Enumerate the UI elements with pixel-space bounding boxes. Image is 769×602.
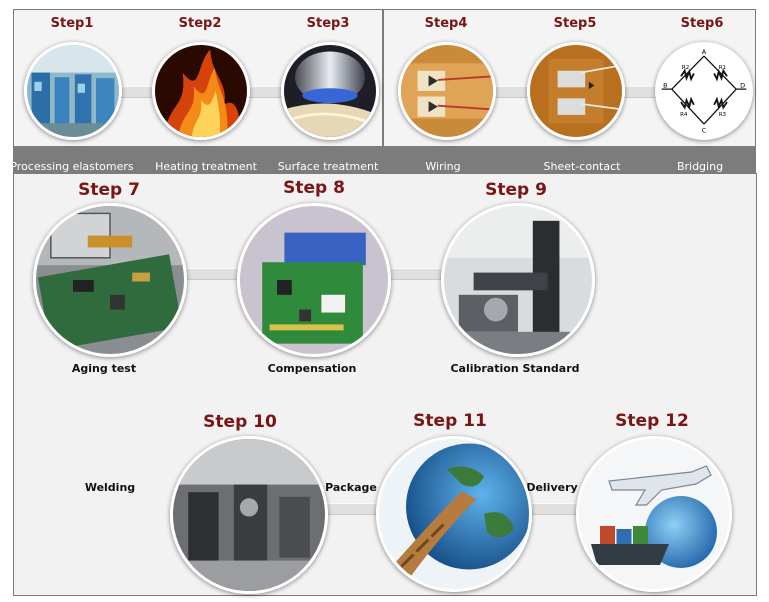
step12-title: Step 12 [615, 411, 689, 431]
step4-label: Wiring [425, 160, 460, 173]
step7-title: Step 7 [78, 180, 140, 200]
step9-label: Calibration Standard [450, 362, 579, 375]
step12-label: Delivery [526, 481, 577, 494]
bridge-node-a: A [702, 48, 707, 56]
step5-label: Sheet-contact [544, 160, 621, 173]
bridge-node-b: B [663, 81, 667, 89]
step10-label: Welding [85, 481, 135, 494]
step8-label: Compensation [268, 362, 357, 375]
step11-title: Step 11 [413, 411, 487, 431]
connector-11-12 [524, 503, 584, 515]
step4-title: Step4 [425, 16, 468, 31]
calibration-machine-photo [441, 203, 595, 357]
bridge-r3: R3 [719, 112, 727, 118]
step6-title: Step6 [681, 16, 724, 31]
step11-label: Package [325, 481, 377, 494]
welding-machines-photo [170, 436, 328, 594]
step1-label: Processing elastomers [10, 160, 133, 173]
circuit-board-photo [33, 203, 187, 357]
step1-title: Step1 [51, 16, 94, 31]
step10-title: Step 10 [203, 412, 277, 432]
step2-label: Heating treatment [155, 160, 257, 173]
step3-label: Surface treatment [278, 160, 379, 173]
step6-label: Bridging [677, 160, 723, 173]
step7-label: Aging test [72, 362, 136, 375]
step3-title: Step3 [307, 16, 350, 31]
factory-machines-photo [24, 42, 122, 140]
green-pcb-photo [237, 203, 391, 357]
wheatstone-bridge-diagram: A B C D R2 R1 R4 R3 [655, 42, 753, 140]
metal-polishing-photo [281, 42, 379, 140]
connector-8-9 [384, 268, 444, 280]
step5-title: Step5 [554, 16, 597, 31]
flames-photo [152, 42, 250, 140]
bridge-node-c: C [702, 126, 707, 134]
step9-title: Step 9 [485, 180, 547, 200]
bridge-node-d: D [740, 81, 745, 89]
wired-strain-gauge-photo [398, 42, 496, 140]
connector-7-8 [180, 268, 240, 280]
step2-title: Step2 [179, 16, 222, 31]
bridge-r4: R4 [680, 112, 688, 118]
bridge-r2: R2 [682, 65, 689, 71]
globe-boxes-photo [376, 436, 532, 592]
sheet-contact-photo [527, 42, 625, 140]
connector-10-11 [320, 503, 382, 515]
step8-title: Step 8 [283, 178, 345, 198]
bridge-r1: R1 [719, 65, 726, 71]
plane-ship-globe-photo [576, 436, 732, 592]
